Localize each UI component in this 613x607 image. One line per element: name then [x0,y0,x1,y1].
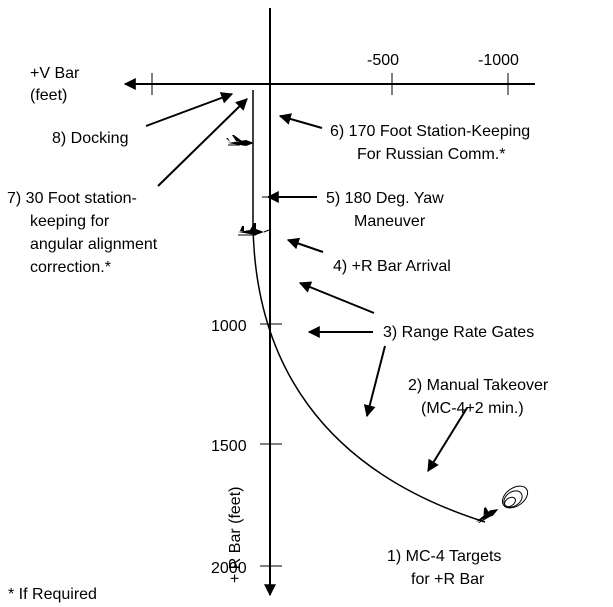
footnote: * If Required [8,586,97,603]
label-docking: 8) Docking [52,130,128,147]
label-range-rate-gates: 3) Range Rate Gates [383,324,534,341]
arrow-manual-takeover [428,408,467,471]
label-station-keeping-170-l2: For Russian Comm.* [357,146,505,163]
label-mc4-targets: 1) MC-4 Targets [387,548,501,565]
v-tick-label-1000: -1000 [478,52,519,69]
label-station-keeping-30-l2: keeping for [30,213,110,230]
shuttle-icon [472,502,500,525]
r-bar-label: + R Bar (feet) [227,487,244,583]
v-bar-unit-label: (feet) [30,87,67,104]
r-tick-label-1500: 1500 [211,438,247,455]
arrow-range-gate-1 [300,283,374,313]
shuttle-icon [226,135,254,146]
label-manual-takeover: 2) Manual Takeover [408,377,549,394]
label-mc4-targets-l2: for +R Bar [411,571,485,588]
label-station-keeping-30: 7) 30 Foot station- [7,190,137,207]
loop-trajectory [498,482,531,513]
label-station-keeping-30-l4: correction.* [30,259,111,276]
r-tick-label-1000: 1000 [211,318,247,335]
label-station-keeping-170: 6) 170 Foot Station-Keeping [330,123,530,140]
label-r-bar-arrival: 4) +R Bar Arrival [333,258,451,275]
label-yaw-l2: Maneuver [354,213,426,230]
arrow-docking [146,94,232,126]
label-yaw: 5) 180 Deg. Yaw [326,190,444,207]
arrow-range-gate-3 [367,346,385,416]
label-station-keeping-30-l3: angular alignment [30,236,158,253]
v-tick-label-500: -500 [367,52,399,69]
v-bar-label: +V Bar [30,65,80,82]
arrow-station-keeping-170 [280,116,322,128]
label-manual-takeover-l2: (MC-4+2 min.) [421,400,524,417]
arrow-r-bar-arrival [288,240,323,252]
shuttle-icon [238,223,269,235]
